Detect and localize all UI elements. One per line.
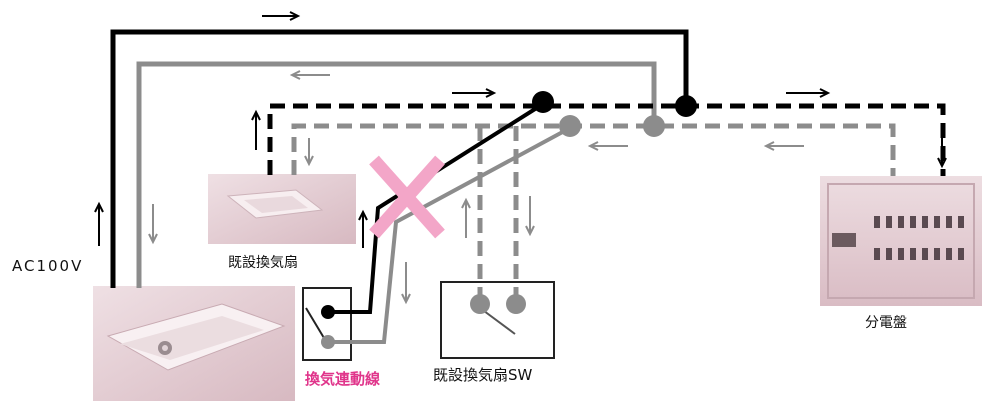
link-terminal-live bbox=[321, 305, 335, 319]
existing-ceiling-fan-photo bbox=[208, 174, 356, 244]
existing-live-circuit bbox=[267, 103, 946, 176]
existing-fan-label: 既設換気扇 bbox=[228, 255, 298, 271]
distribution-board-label: 分電盤 bbox=[865, 315, 907, 331]
switch-terminal-right bbox=[506, 294, 526, 314]
junction-live-main bbox=[675, 95, 697, 117]
new-ventilation-fan-photo bbox=[93, 286, 295, 401]
arrow-icon bbox=[94, 11, 947, 305]
link-wire-switch-box bbox=[302, 287, 352, 361]
ac100v-label: AC100V bbox=[12, 257, 84, 275]
switch-terminal-left bbox=[470, 294, 490, 314]
existing-fan-switch-box bbox=[440, 281, 555, 359]
link-wire-live bbox=[328, 102, 545, 314]
junction-live-link bbox=[532, 91, 554, 113]
distribution-board-photo bbox=[820, 176, 982, 306]
link-wire-neutral bbox=[328, 126, 571, 344]
cross-icon bbox=[369, 155, 445, 239]
existing-fan-switch-label: 既設換気扇SW bbox=[433, 366, 533, 384]
junction-neutral-link bbox=[559, 115, 581, 137]
existing-neutral-circuit bbox=[291, 123, 896, 298]
link-wire-label: 換気連動線 bbox=[305, 370, 381, 388]
neutral-wire-new bbox=[136, 61, 657, 288]
link-terminal-neutral bbox=[321, 335, 335, 349]
junction-neutral-main bbox=[643, 115, 665, 137]
live-wire-new bbox=[110, 29, 689, 288]
